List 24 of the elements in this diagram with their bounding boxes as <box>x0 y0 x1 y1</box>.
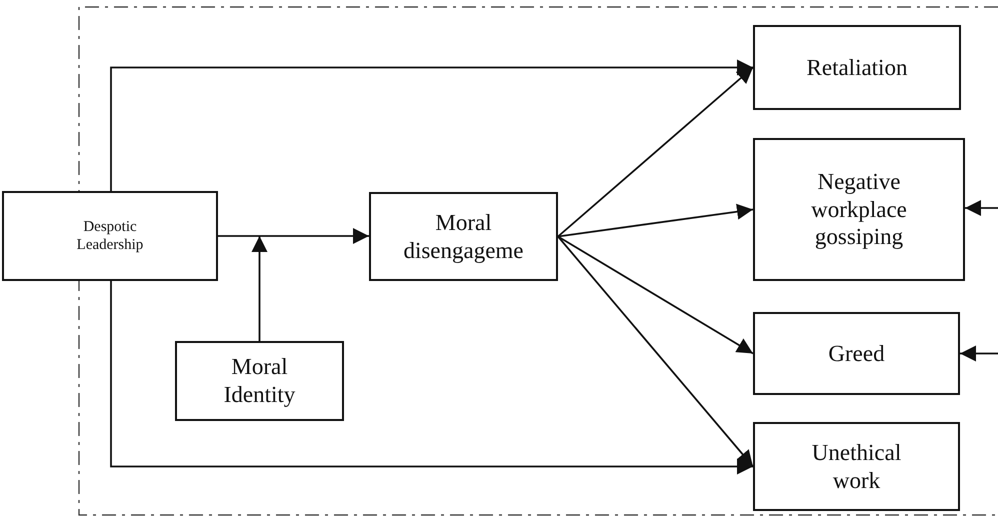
variable-label: Unethical work <box>810 438 902 494</box>
variable-box <box>369 192 558 281</box>
arrow <box>557 236 754 468</box>
arrow <box>965 200 998 216</box>
variable-box <box>753 312 960 395</box>
variable-box <box>753 25 961 110</box>
arrow <box>218 228 369 244</box>
arrow <box>558 236 754 354</box>
variable-label: Greed <box>828 340 885 368</box>
variable-box <box>753 138 965 281</box>
variable-box <box>753 422 960 511</box>
arrow <box>110 60 753 191</box>
arrow <box>557 66 754 238</box>
arrow <box>960 346 998 362</box>
variable-box <box>2 191 218 281</box>
arrow <box>110 281 753 474</box>
arrow <box>252 236 268 341</box>
variable-label: Retaliation <box>806 54 908 82</box>
variable-label: Despotic Leadership <box>76 218 144 254</box>
variable-label: Moral Identity <box>222 353 296 409</box>
arrow <box>558 204 754 238</box>
variable-box <box>175 341 344 421</box>
variable-label: Negative workplace gossiping <box>810 168 908 251</box>
variable-label: Moral disengageme <box>402 208 525 264</box>
